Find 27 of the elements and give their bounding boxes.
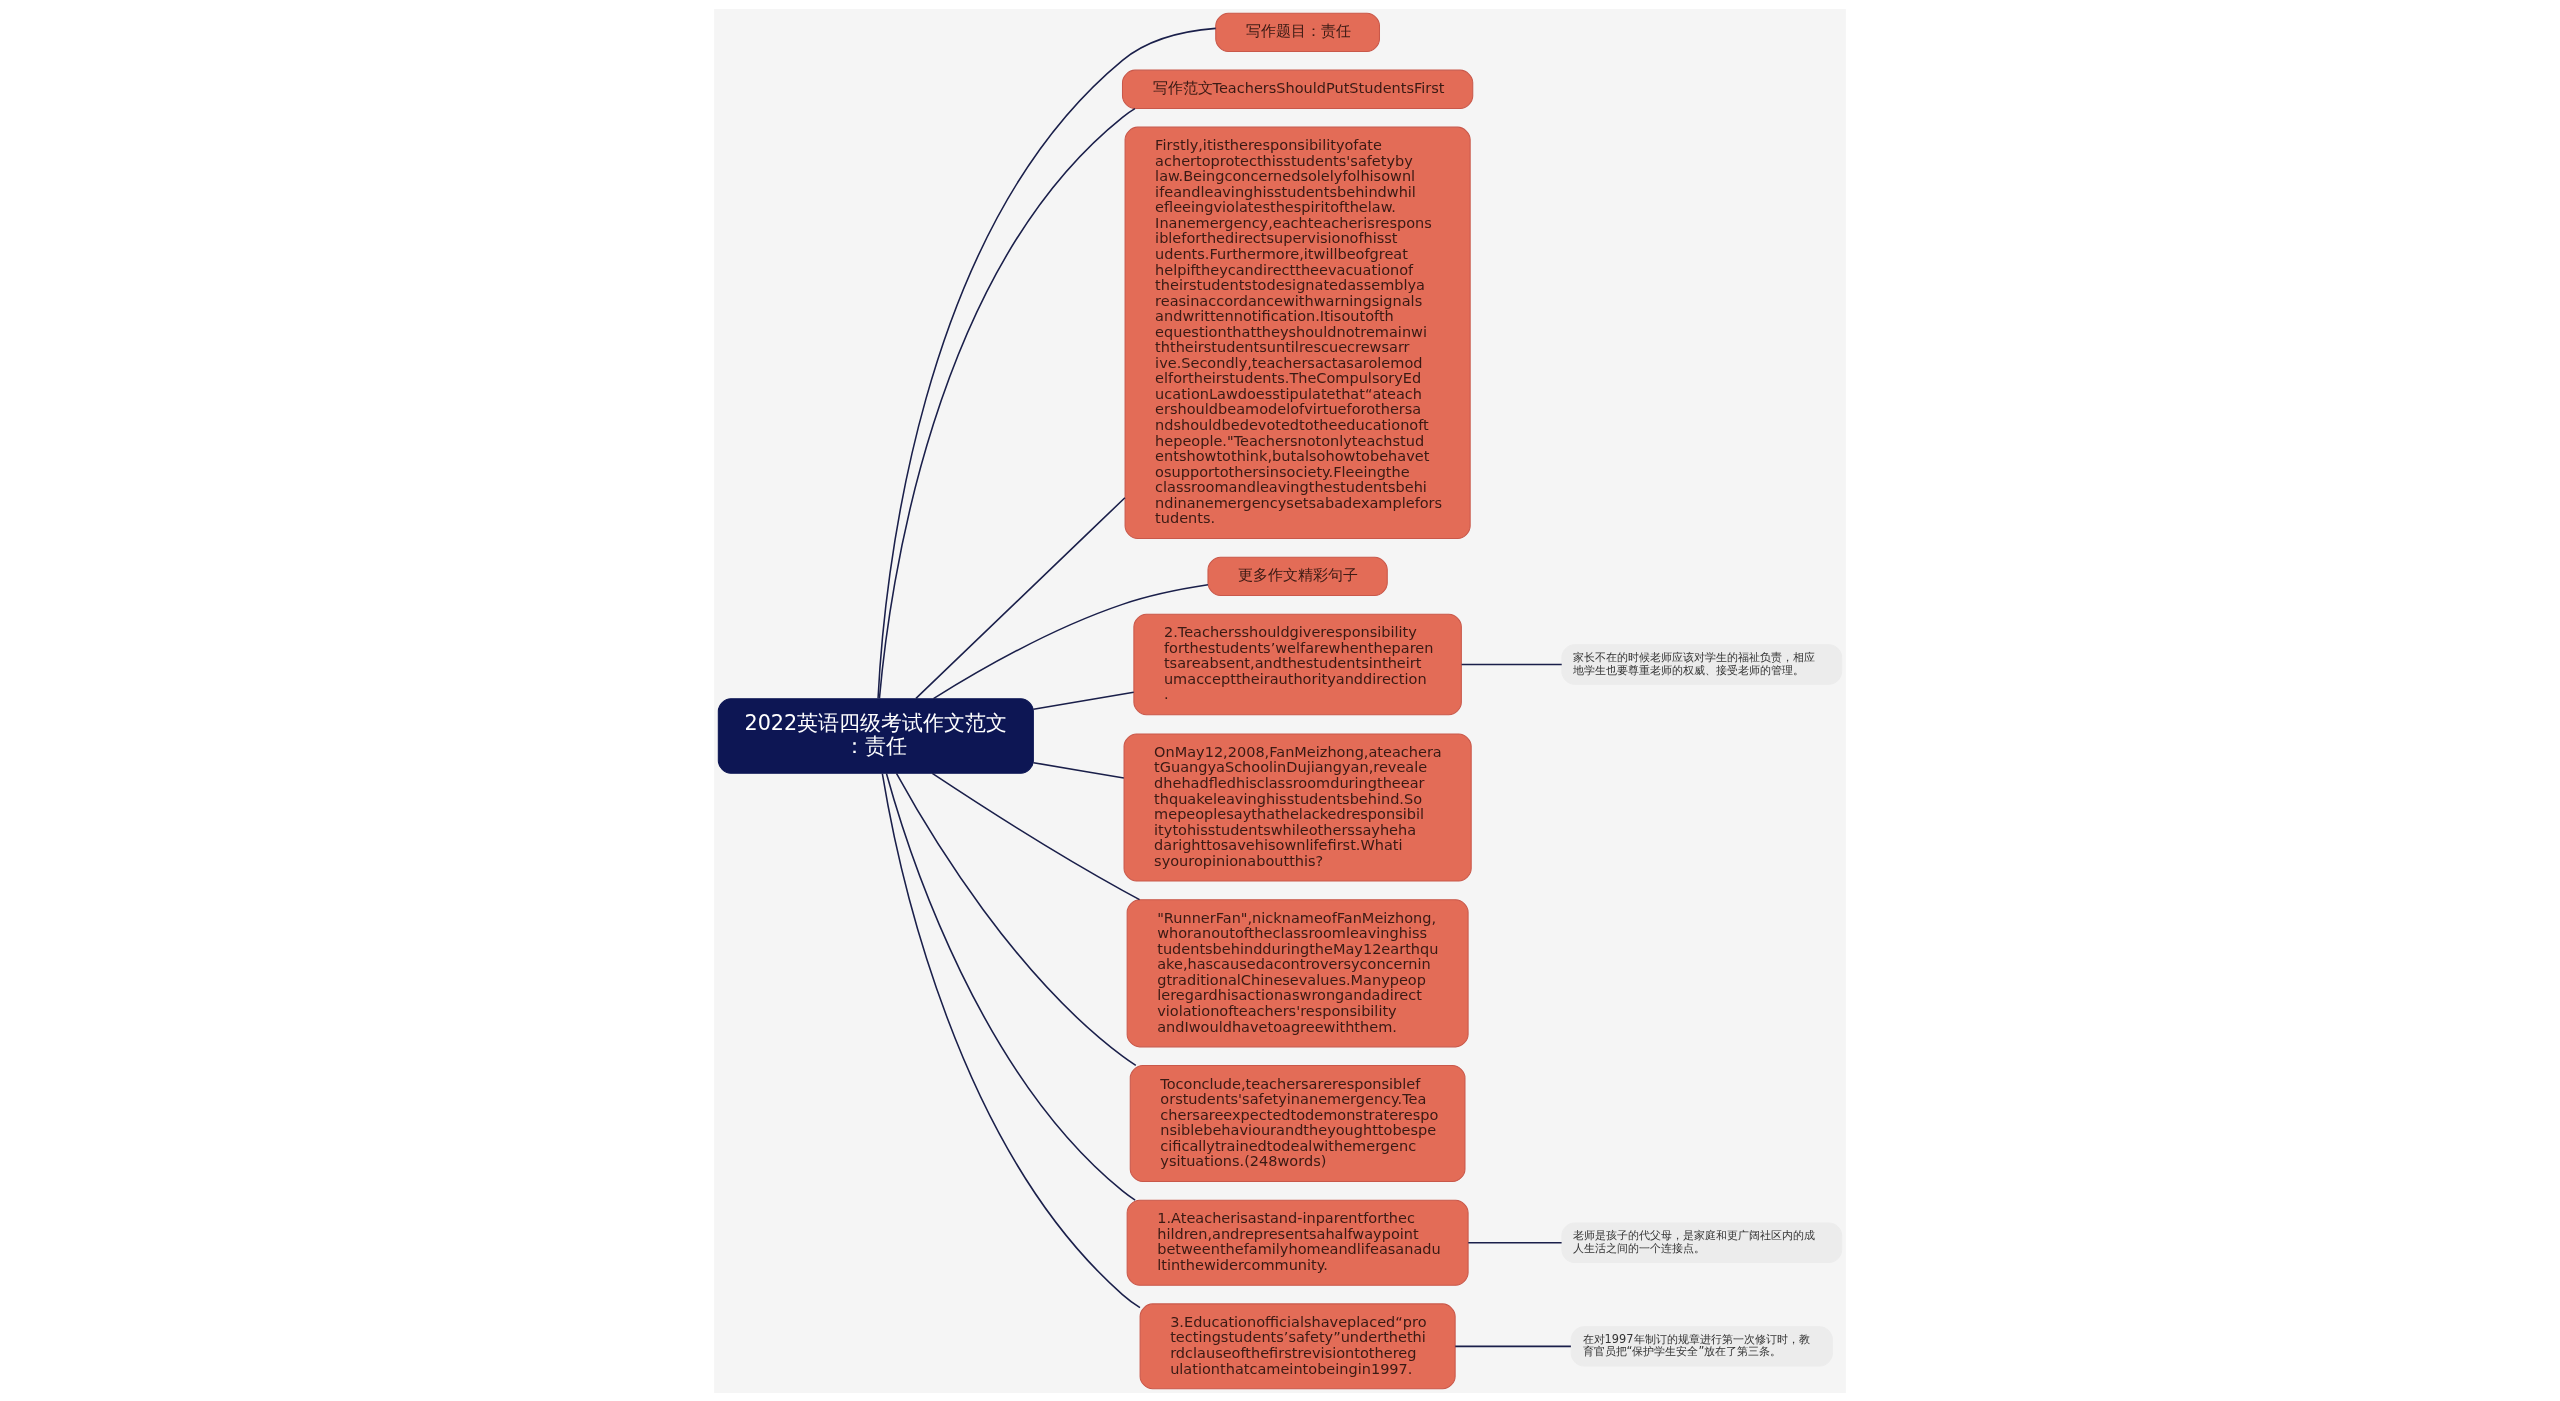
connector — [885, 772, 1136, 1201]
node-box: 写作题目：责任 — [1215, 12, 1380, 52]
node-box: Toconclude,teachersareresponsibleforstudents'safetyinanemergency.Teachersareexpectedtodemonstrateresponsiblebehaviourandtheyoughttobespecificallytrainedtodealwithemergencysituations.(248words) — [1129, 1064, 1466, 1182]
connector — [878, 107, 1136, 699]
connector — [932, 583, 1209, 699]
connector — [1032, 761, 1125, 779]
connector — [877, 27, 1217, 699]
node-box: 1.Ateacherisastand-inparentforthechildren,andrepresentsahalfwaypointbetweenthefamilyhomeandlifeasanadultinthewidercommunity. — [1126, 1199, 1469, 1286]
node-box: 家长不在的时候老师应该对学生的福祉负责，相应地学生也要尊重老师的权威、接受老师的管理。 — [1561, 643, 1843, 685]
node-box: 老师是孩子的代父母，是家庭和更广阔社区内的成人生活之间的一个连接点。 — [1561, 1222, 1843, 1263]
node-box: 在对1997年制订的规章进行第一次修订时，教育官员把“保护学生安全”放在了第三条。 — [1570, 1325, 1833, 1367]
node-box: 写作范文TeachersShouldPutStudentsFirst — [1121, 69, 1474, 109]
connector — [1032, 690, 1135, 710]
connector — [931, 772, 1141, 900]
node-box: 更多作文精彩句子 — [1207, 556, 1388, 596]
node-box: "RunnerFan",nicknameofFanMeizhong,whoranoutoftheclassroomleavinghisstudentsbehindduringtheMay12earthquake,hascausedacontroversyconcerningtraditionalChinesevalues.Manypeopleregardhisactionaswrongandadirectviolationofteachers'responsibilityandIwouldhavetoagreewiththem. — [1126, 898, 1469, 1047]
connector — [1460, 663, 1563, 665]
connector — [1467, 1241, 1563, 1243]
connector — [915, 496, 1126, 699]
connector — [881, 772, 1141, 1308]
node-box: 2022英语四级考试作文范文：责任 — [717, 697, 1034, 774]
connector — [1454, 1345, 1572, 1347]
connector — [895, 772, 1137, 1066]
node-box: 3.Educationofficialshaveplaced“protectingstudents’safety”underthethirdclauseofthefirstrevisiontotheregulationthatcameintobeingin1997. — [1139, 1302, 1456, 1389]
node-box: Firstly,itistheresponsibilityofateachertoprotecthisstudents'safetybylaw.Beingconcernedsolelyfolhisownlifeandleavinghisstudentsbehindwhilefleeingviolatesthespiritofthelaw.Inanemergency,eachteacherisresponsibleforthedirectsupervisionofhisstudents.Furthermore,itwillbeofgreathelpiftheycandirecttheevacuationoftheirstudentstodesignatedassemblyareasinaccordancewithwarningsignalsandwrittennotification.Itisoutofthequestionthattheyshouldnotremainwiththeirstudentsuntilrescuecrewsarrive.Secondly,teachersactasarolemodelfortheirstudents.TheCompulsoryEducationLawdoesstipulatethat“ateachershouldbeamodelofvirtueforothersandshouldbedevotedtotheeducationofthepeople."Teachersnotonlyteachstudentshowtothink,butalsohowtobehavetosupportothersinsociety.Fleeingtheclassroomandleavingthestudentsbehindinanemergencysetsabadexampleforstudents. — [1124, 126, 1471, 539]
node-box: 2.Teachersshouldgiveresponsibilityforthestudents’welfarewhentheparentsareabsent,andthestudentsintheirtumaccepttheirauthorityanddirection. — [1133, 613, 1462, 715]
node-box: OnMay12,2008,FanMeizhong,ateacheratGuangyaSchoolinDujiangyan,revealedhehadfledhisclassroomduringtheearthquakeleavinghisstudentsbehind.Somepeoplesaythathelackedresponsibilitytohisstudentswhileotherssayhehadarighttosavehisownlifefirst.Whatisyouropinionaboutthis? — [1123, 732, 1472, 882]
